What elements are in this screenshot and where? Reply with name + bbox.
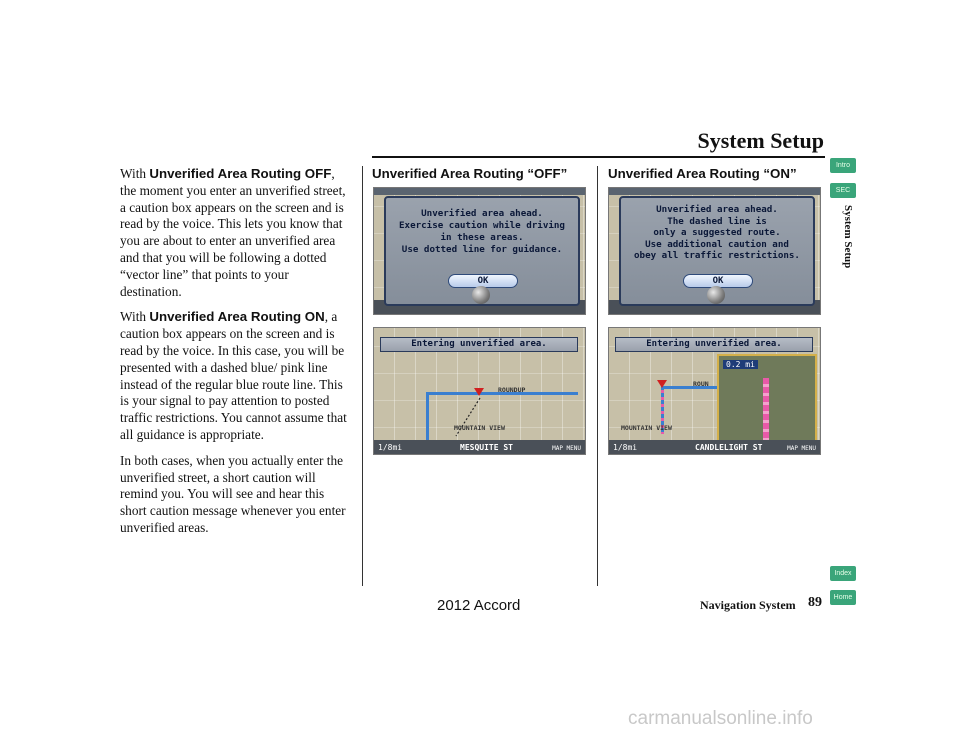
model-label: 2012 Accord [437, 597, 521, 614]
caution-dialog: Unverified area ahead. Exercise caution … [384, 196, 580, 306]
p1-prefix: With [120, 166, 150, 181]
footer-section: Navigation System [700, 598, 796, 612]
page-title: System Setup [697, 128, 824, 153]
intersection-inset: 0.2 mi [717, 354, 817, 442]
column-divider-right [597, 166, 598, 586]
page-number: 89 [808, 595, 822, 610]
distance-badge: 0.2 mi [723, 360, 758, 369]
dashed-route-line [661, 386, 664, 434]
dialog-line: The dashed line is [667, 215, 767, 227]
map-menu-buttons: MAP MENU [552, 445, 581, 452]
screenshot-on-map: Entering unverified area. ROUN MOUNTAIN … [608, 327, 821, 455]
joystick-knob-icon [707, 286, 725, 304]
entering-banner: Entering unverified area. [615, 337, 813, 352]
road-label: MOUNTAIN VIEW [454, 424, 505, 432]
paragraph-on: With Unverified Area Routing ON, a cauti… [120, 309, 352, 443]
road-label: MOUNTAIN VIEW [621, 424, 672, 432]
map-scale: 1/8mi [378, 443, 403, 452]
map-menu-buttons: MAP MENU [787, 445, 816, 452]
road-label: ROUNDUP [498, 386, 526, 394]
joystick-knob-icon [472, 286, 490, 304]
caution-dialog: Unverified area ahead. The dashed line i… [619, 196, 815, 306]
home-tab[interactable]: Home [830, 590, 856, 605]
map-top-bar [609, 188, 820, 195]
caption-on: Unverified Area Routing “ON” [608, 166, 797, 181]
column-divider-left [362, 166, 363, 586]
index-tab[interactable]: Index [830, 566, 856, 581]
dashed-pink-route [763, 378, 769, 440]
map-bottom-bar [374, 440, 585, 454]
screenshot-off-map: Entering unverified area. ROUNDUP MOUNTA… [373, 327, 586, 455]
vehicle-position-icon [474, 388, 484, 396]
caption-off: Unverified Area Routing “OFF” [372, 166, 568, 181]
road-label: ROUN [693, 380, 709, 388]
p2-prefix: With [120, 309, 150, 325]
dialog-line: only a suggested route. [653, 227, 781, 238]
entering-banner: Entering unverified area. [380, 337, 578, 352]
p1-rest: , the moment you enter an unverified str… [120, 166, 346, 299]
dialog-line: obey all traffic restrictions. [634, 250, 800, 261]
intro-tab[interactable]: Intro [830, 158, 856, 173]
p2-rest: , a caution box appears on the screen an… [120, 309, 347, 442]
route-line [661, 386, 721, 389]
dialog-line: in these areas. [440, 232, 524, 243]
paragraph-both: In both cases, when you actually enter t… [120, 452, 346, 535]
dotted-vector-line [455, 397, 481, 437]
screenshot-on-dialog: Unverified area ahead. The dashed line i… [608, 187, 821, 315]
screenshot-off-dialog: Unverified area ahead. Exercise caution … [373, 187, 586, 315]
dialog-line: Use dotted line for guidance. [401, 244, 563, 255]
paragraph-off: With Unverified Area Routing OFF, the mo… [120, 166, 352, 300]
current-street: MESQUITE ST [460, 443, 513, 452]
watermark: carmanualsonline.info [628, 708, 813, 729]
map-top-bar [374, 188, 585, 195]
route-line [426, 392, 429, 442]
route-line [426, 392, 578, 395]
map-scale: 1/8mi [613, 443, 638, 452]
dialog-line: Use additional caution and [645, 238, 789, 250]
p1-bold: Unverified Area Routing OFF [149, 166, 332, 181]
body-text-column: With Unverified Area Routing OFF, the mo… [120, 166, 352, 546]
dialog-line: Exercise caution while driving [399, 220, 565, 231]
dialog-line: Unverified area ahead. [656, 204, 778, 215]
current-street: CANDLELIGHT ST [695, 443, 763, 452]
map-bottom-bar [609, 440, 820, 454]
dialog-line: Unverified area ahead. [421, 208, 543, 219]
p2-bold: Unverified Area Routing ON [149, 309, 325, 325]
section-side-label: System Setup [842, 205, 854, 269]
vehicle-position-icon [657, 380, 667, 388]
title-rule [372, 156, 825, 158]
sec-tab[interactable]: SEC [830, 183, 856, 198]
